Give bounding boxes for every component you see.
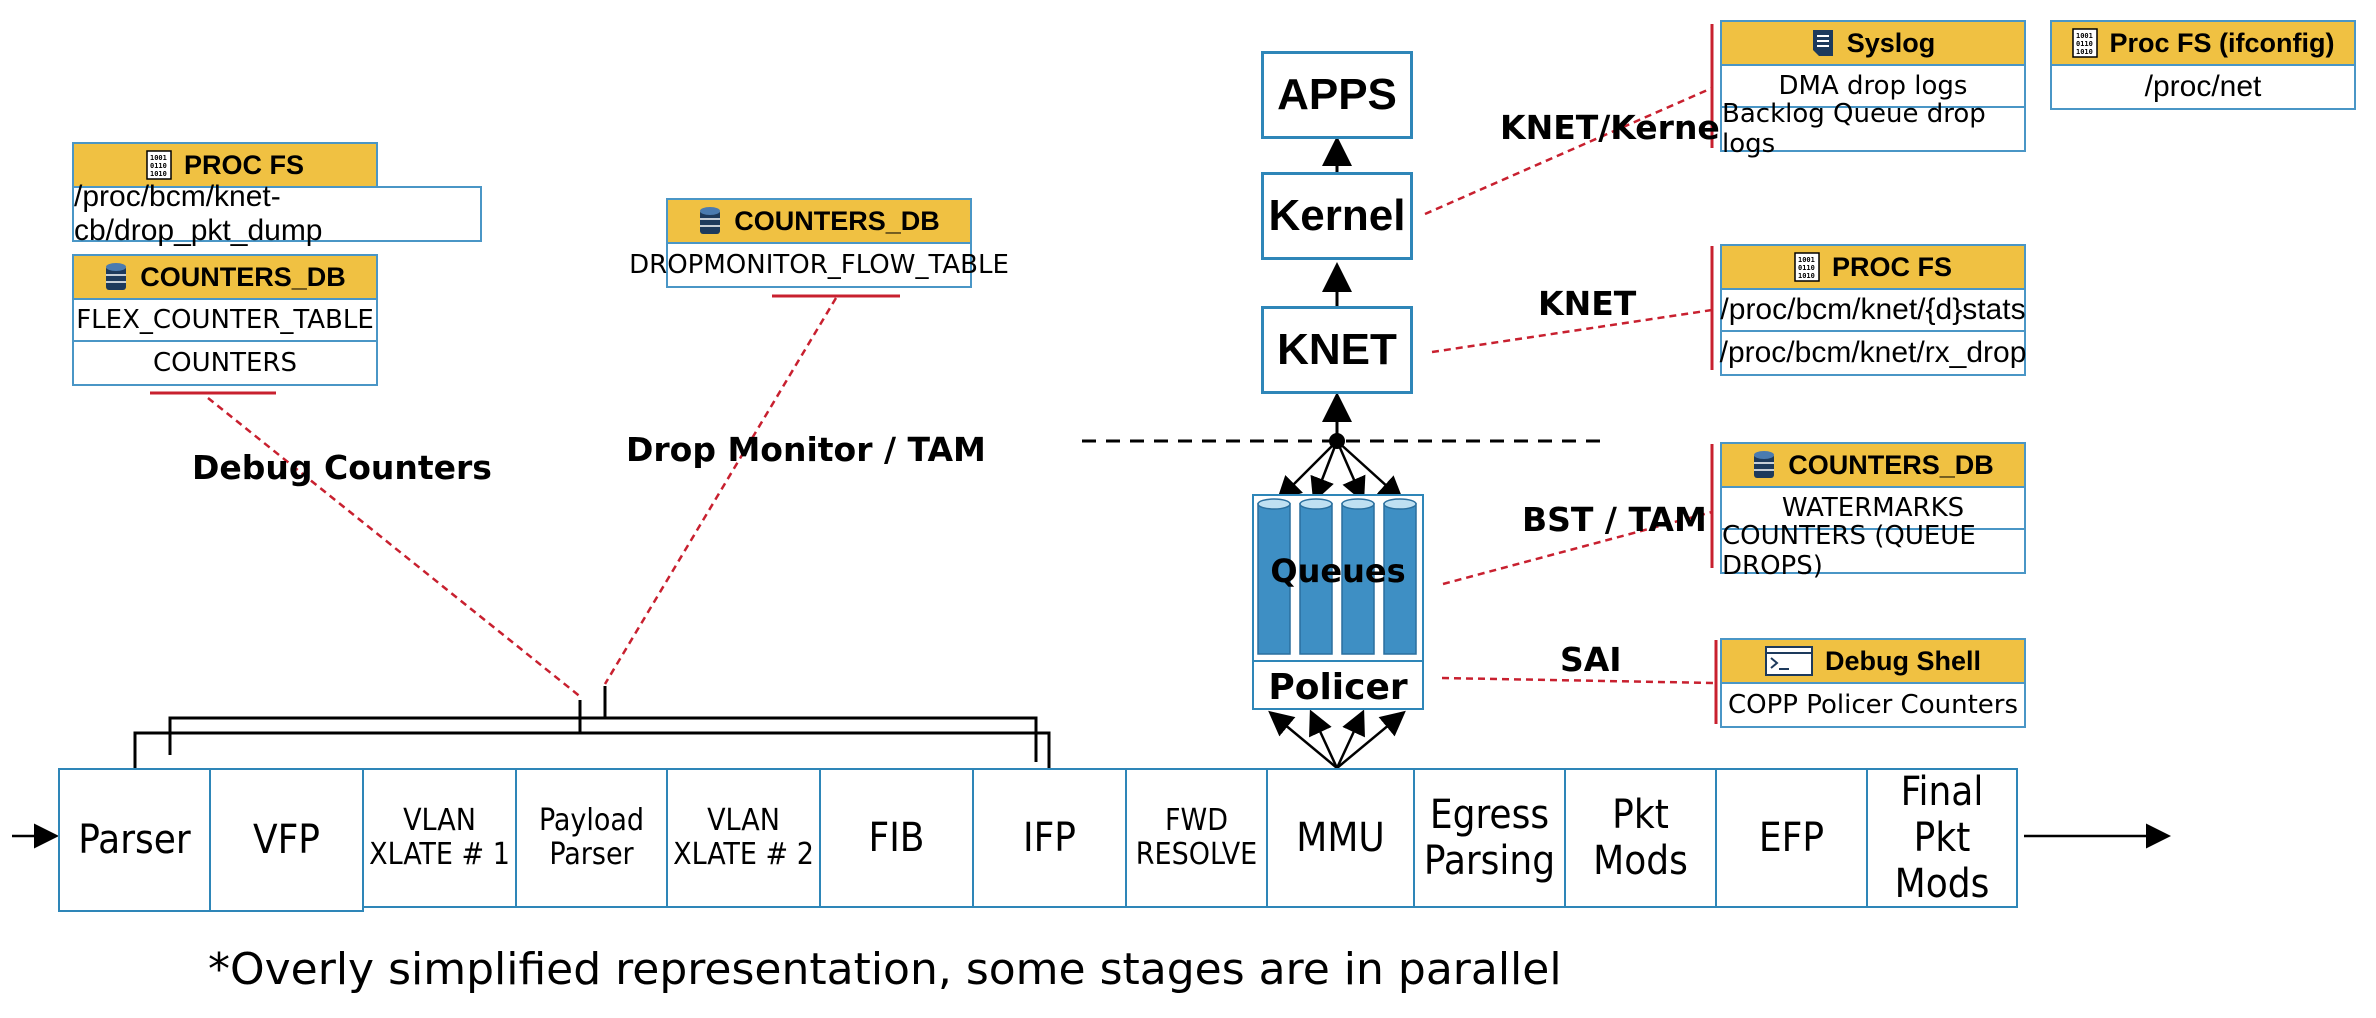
stage-egress-parsing: Egress Parsing [1413,768,1566,908]
panel-row: Backlog Queue drop logs [1722,99,1986,159]
svg-text:1001: 1001 [150,154,167,162]
stage-vlan-xlate-1: VLAN XLATE # 1 [362,768,517,908]
panel-title: Debug Shell [1824,645,1981,676]
panel-title: PROC FS [183,149,304,180]
kernel-box: Kernel [1261,172,1413,260]
panel-title: PROC FS [1831,251,1952,282]
knet-box: KNET [1261,306,1413,394]
stage-parser: Parser [58,768,211,912]
telemetry-links [207,86,1717,699]
footnote: *Overly simplified representation, some … [208,944,1562,995]
document-icon [1811,28,1835,58]
terminal-icon [1764,646,1813,676]
debug-bracket [133,686,1051,768]
queues-label: Queues [1270,552,1406,590]
panel-row: /proc/bcm/knet/rx_drop [1719,336,2027,369]
svg-text:0110: 0110 [1798,264,1815,272]
label-debug-counters: Debug Counters [192,448,492,487]
label-sai: SAI [1560,640,1622,679]
panel-title: Syslog [1846,27,1936,58]
panel-row: /proc/bcm/knet/{d}stats [1720,290,2026,332]
svg-text:1010: 1010 [2076,48,2093,56]
label-drop-monitor: Drop Monitor / TAM [626,430,986,469]
panel-row: /proc/net [2144,70,2262,103]
panel-title: COUNTERS_DB [140,261,346,292]
panel-row: DROPMONITOR_FLOW_TABLE [629,250,1009,280]
stage-mmu: MMU [1266,768,1415,908]
panel-title: COUNTERS_DB [734,205,940,236]
panel-row: FLEX_COUNTER_TABLE [74,300,376,342]
label-bst-tam: BST / TAM [1522,500,1707,539]
stage-payload-parser: Payload Parser [515,768,668,908]
panel-syslog: Syslog DMA drop logs Backlog Queue drop … [1720,20,2026,159]
svg-text:1001: 1001 [2076,32,2093,40]
svg-text:1001: 1001 [1798,256,1815,264]
panel-counters-db-right: COUNTERS_DB WATERMARKS COUNTERS (QUEUE D… [1720,442,2026,581]
label-knet-kernel: KNET/Kernel [1500,108,1732,147]
svg-text:1010: 1010 [1798,272,1815,280]
svg-text:0110: 0110 [2076,40,2093,48]
panel-row: COPP Policer Counters [1727,690,2019,720]
panel-counters-db-left: COUNTERS_DB FLEX_COUNTER_TABLE COUNTERS [72,254,378,386]
panel-proc-fs-left-body: /proc/bcm/knet-cb/drop_pkt_dump [72,180,482,247]
stage-pkt-mods: Pkt Mods [1564,768,1717,908]
panel-row: COUNTERS [153,348,297,378]
stage-ifp: IFP [972,768,1127,908]
stage-fwd-resolve: FWD RESOLVE [1125,768,1268,908]
apps-box: APPS [1261,51,1413,139]
database-icon [1752,450,1776,480]
panel-title: Proc FS (ifconfig) [2109,27,2335,58]
panel-row: WATERMARKS [1722,488,2024,530]
panel-debug-shell: Debug Shell COPP Policer Counters [1720,638,2026,728]
panel-row: DMA drop logs [1722,66,2024,108]
stage-vfp: VFP [209,768,364,912]
label-knet: KNET [1538,284,1637,323]
panel-row: COUNTERS (QUEUE DROPS) [1722,521,1976,581]
svg-text:0110: 0110 [150,162,167,170]
panel-title: COUNTERS_DB [1788,449,1994,480]
panel-row: /proc/bcm/knet-cb/drop_pkt_dump [74,180,323,247]
svg-text:1010: 1010 [150,170,167,178]
stage-vlan-xlate-2: VLAN XLATE # 2 [666,768,821,908]
queues-group: Queues Policer [1252,494,1424,710]
stage-efp: EFP [1715,768,1868,908]
queue-cylinders-icon [1257,498,1417,655]
stage-fib: FIB [819,768,974,908]
database-icon [104,262,128,292]
stage-final-pkt-mods: Final Pkt Mods [1866,768,2018,908]
policer-label: Policer [1254,660,1422,712]
database-icon [698,206,722,236]
panel-counters-db-mid: COUNTERS_DB DROPMONITOR_FLOW_TABLE [629,198,1009,288]
